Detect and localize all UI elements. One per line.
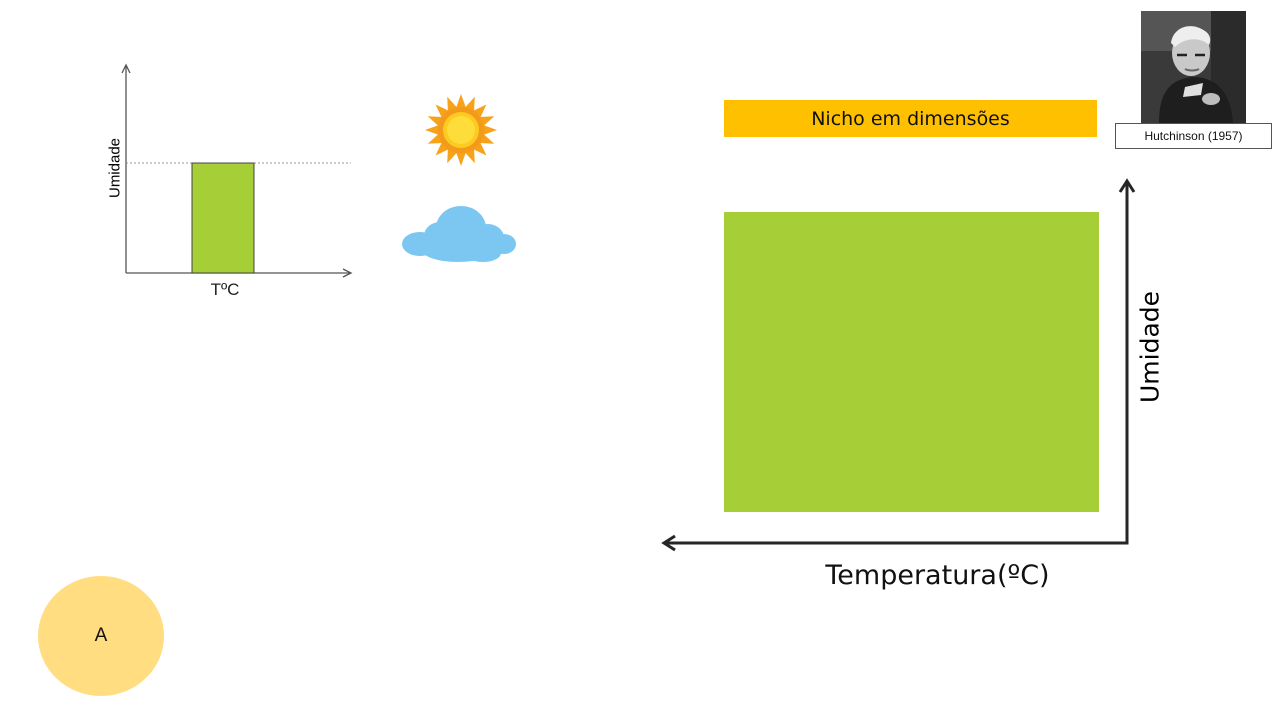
small-chart-y-label: Umidade — [95, 128, 135, 208]
y-axis-arrowhead — [1118, 178, 1136, 193]
label-circle-a: A — [38, 576, 164, 696]
niche-axes — [661, 178, 1136, 552]
niche-title-bar: Nicho em dimensões — [724, 100, 1097, 137]
small-chart-x-label: TºC — [210, 280, 240, 299]
niche-y-axis-label: Umidade — [1120, 285, 1180, 410]
small-y-axis-arrowhead — [121, 63, 131, 74]
hutchinson-portrait-photo — [1141, 11, 1246, 123]
niche-y-axis-label-text: Umidade — [1135, 290, 1165, 404]
portrait-caption: Hutchinson (1957) — [1115, 123, 1272, 149]
niche-title-text: Nicho em dimensões — [811, 107, 1010, 130]
niche-axes-lines — [665, 182, 1129, 545]
cloud-icon — [402, 206, 516, 262]
niche-x-axis-label: Temperatura(ºC) — [825, 560, 1050, 591]
small-chart-y-label-text: Umidade — [106, 137, 124, 199]
niche-area-rectangle — [724, 212, 1099, 512]
small-humidity-temperature-chart — [121, 63, 353, 278]
small-x-axis-arrowhead — [342, 268, 353, 278]
x-axis-arrowhead — [661, 534, 676, 552]
sun-icon — [425, 94, 497, 166]
label-circle-a-text: A — [94, 625, 108, 646]
small-niche-bar — [191, 162, 255, 274]
